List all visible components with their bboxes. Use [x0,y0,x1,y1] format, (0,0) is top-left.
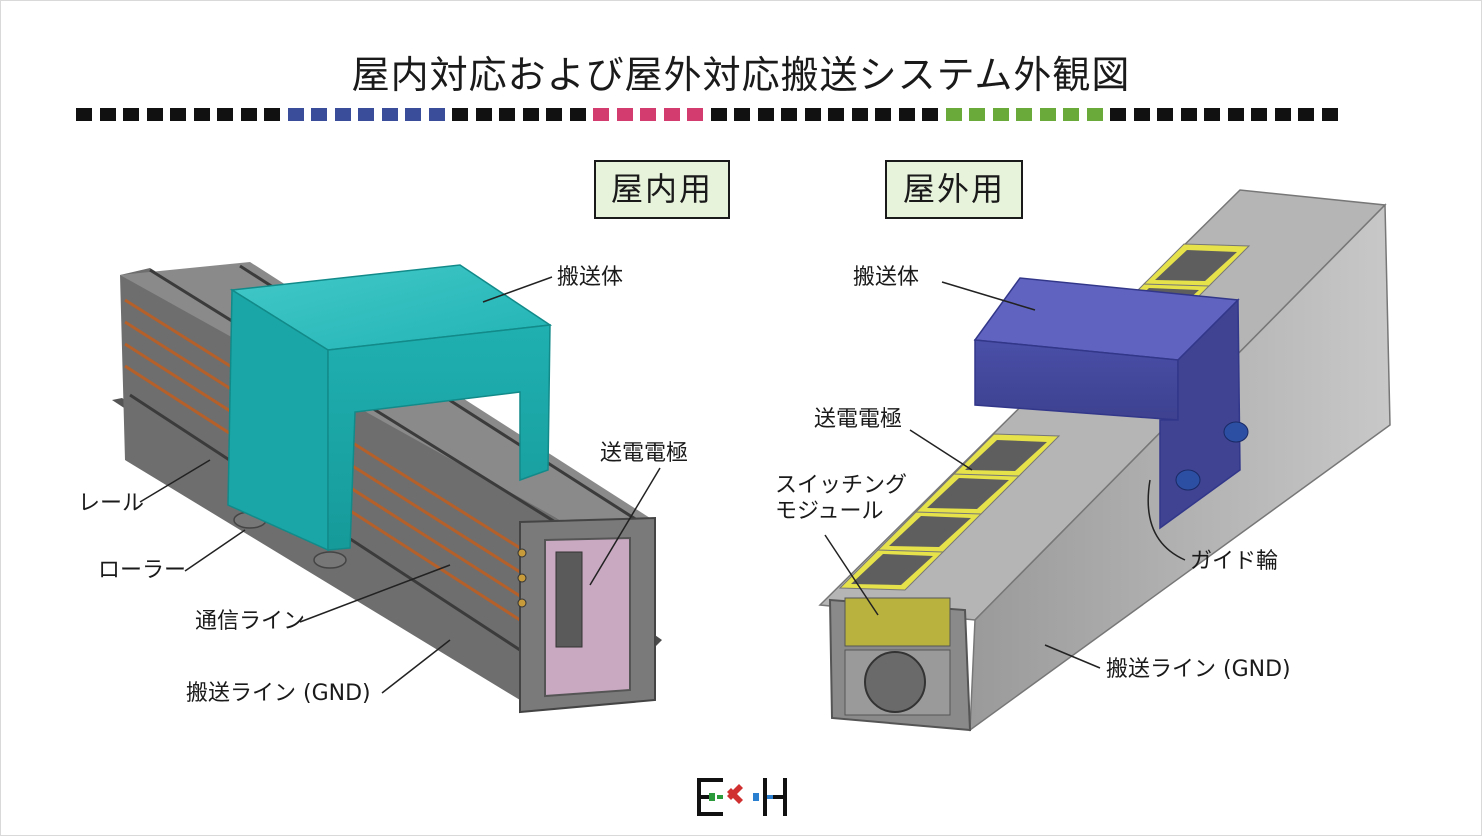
stripe-segment [969,108,985,121]
stripe-segment [1227,108,1244,121]
stripe-segment [334,108,351,121]
stripe-segment [475,108,492,121]
indoor-transport-line-label: 搬送ライン (GND) [186,681,371,706]
indoor-power-electrode [555,551,583,648]
outdoor-switching-module-label: スイッチング モジュール [775,473,908,524]
stripe-segment [1274,108,1291,121]
outdoor-rail-core [864,651,926,713]
stripe-segment [381,108,398,121]
stripe-segment [546,108,562,121]
stripe-segment [569,108,586,121]
stripe-segment [1157,108,1173,121]
stripe-segment [851,108,868,121]
stripe-segment [405,108,421,121]
indoor-rail-label: レール [78,491,145,516]
electrode-pad-inner [927,478,1009,509]
stripe-segment [710,108,727,121]
outdoor-system [818,189,1391,732]
stripe-segment [898,108,915,121]
exh-logo-icon [697,778,787,816]
stripe-segment [146,108,163,121]
indoor-system [112,262,662,714]
stripe-segment [922,108,938,121]
stripe-segment [1063,108,1079,121]
stripe-segment [828,108,844,121]
indoor-carrier-label: 搬送体 [557,265,624,290]
page-title: 屋内対応および屋外対応搬送システム外観図 [351,53,1131,97]
outdoor-guide-wheels [1175,421,1249,491]
stripe-segment [663,108,680,121]
stripe-segment [945,108,962,121]
electrode-pad-inner [889,516,971,547]
stripe-segment [452,108,468,121]
outdoor-carrier-side [1159,298,1241,530]
stripe-segment [264,108,280,121]
outdoor-switching-module [844,597,951,647]
outdoor-power-electrode-label: 送電電極 [814,407,903,432]
stripe-segment [1110,108,1126,121]
stripe-segment [287,108,304,121]
stripe-segment [1251,108,1267,121]
stripe-segment [193,108,210,121]
outdoor-carrier-label: 搬送体 [853,265,920,290]
electrode-pad-inner [1155,250,1237,281]
indoor-carrier-front [327,324,551,551]
stripe-segment [240,108,257,121]
stripe-segment [1133,108,1150,121]
callout-leaders [139,276,1186,694]
indoor-comm-line-label: 通信ライン [195,609,306,634]
stripe-segment [76,108,92,121]
decorative-stripe [76,108,1364,124]
stripe-segment [616,108,633,121]
stripe-segment [734,108,750,121]
electrode-pad-inner [851,554,933,585]
outdoor-transport-line-label: 搬送ライン (GND) [1106,657,1291,682]
stripe-segment [757,108,774,121]
stripe-segment [640,108,656,121]
stripe-segment [358,108,374,121]
stripe-segment [687,108,703,121]
stripe-segment [1321,108,1338,121]
stripe-segment [804,108,821,121]
indoor-roller-label: ローラー [98,558,187,583]
stripe-segment [1298,108,1314,121]
stripe-segment [217,108,233,121]
stripe-segment [1180,108,1197,121]
stripe-segment [781,108,797,121]
stripe-segment [170,108,186,121]
stripe-segment [875,108,891,121]
stripe-segment [593,108,609,121]
stripe-segment [1086,108,1103,121]
outdoor-guide-wheel-label: ガイド輪 [1190,549,1279,574]
stripe-segment [311,108,327,121]
stripe-segment [1204,108,1220,121]
indoor-power-electrode-label: 送電電極 [600,441,689,466]
outdoor-section-label: 屋外用 [885,160,1023,219]
stripe-segment [992,108,1009,121]
stripe-segment [1039,108,1056,121]
indoor-rollers [233,511,347,569]
stripe-segment [123,108,139,121]
stripe-segment [428,108,445,121]
stripe-segment [1016,108,1032,121]
stripe-segment [99,108,116,121]
stripe-segment [499,108,515,121]
electrode-pad-inner [965,440,1047,471]
indoor-section-label: 屋内用 [594,160,730,219]
indoor-comm-terminals [517,548,527,608]
stripe-segment [522,108,539,121]
